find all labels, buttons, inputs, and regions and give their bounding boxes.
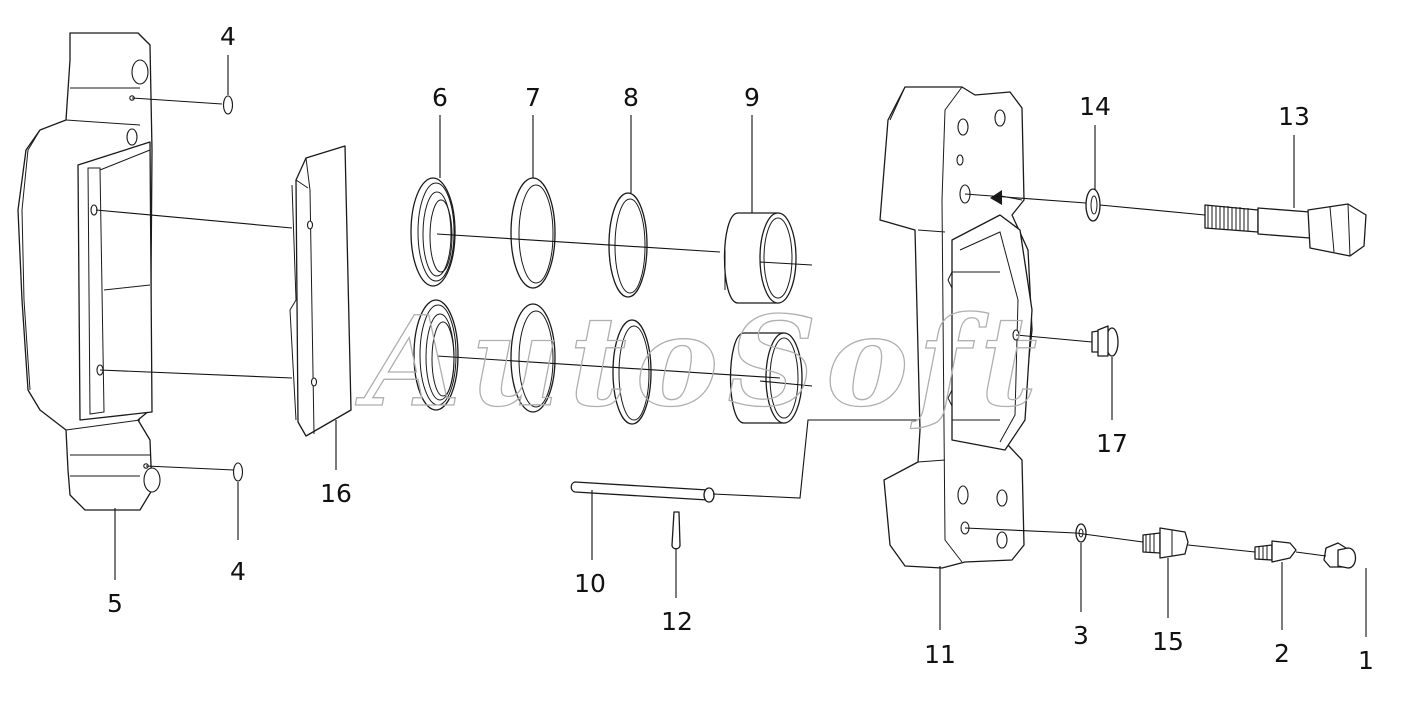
dust-ring-upper <box>510 177 556 289</box>
bleed-screw <box>1091 325 1119 357</box>
right-caliper-half <box>879 86 1033 569</box>
pad-pin <box>570 481 715 503</box>
piston-upper <box>723 212 797 304</box>
callout-15: 15 <box>1152 627 1184 656</box>
dust-cap <box>1323 542 1357 569</box>
pin-clip <box>671 511 681 550</box>
callout-17: 17 <box>1096 429 1128 458</box>
callout-3: 3 <box>1073 621 1089 650</box>
watermark-text: AutoSoft <box>355 290 1046 435</box>
callout-12: 12 <box>661 607 693 636</box>
callout-numbers: 4 4 5 6 7 8 9 10 11 12 13 14 15 16 17 3 … <box>107 22 1374 675</box>
callout-8: 8 <box>623 83 639 112</box>
callout-5: 5 <box>107 589 123 618</box>
port-fitting <box>1142 527 1189 559</box>
washer <box>1085 188 1101 222</box>
callout-10: 10 <box>574 569 606 598</box>
callout-2: 2 <box>1274 639 1290 668</box>
callout-4-bottom: 4 <box>230 557 246 586</box>
callout-7: 7 <box>525 83 541 112</box>
callout-13: 13 <box>1278 102 1310 131</box>
piston-lower <box>729 332 803 424</box>
hex-bolt <box>1204 203 1367 257</box>
o-ring-upper <box>608 192 648 298</box>
callout-6: 6 <box>432 83 448 112</box>
callout-16: 16 <box>320 479 352 508</box>
callout-4-top: 4 <box>220 22 236 51</box>
callout-1: 1 <box>1358 646 1374 675</box>
o-ring-lower <box>612 319 652 425</box>
assembly-center-lines <box>95 97 1327 557</box>
callout-9: 9 <box>744 83 760 112</box>
piston-seal-upper <box>410 177 456 287</box>
callout-11: 11 <box>924 640 956 669</box>
bleeder-valve <box>1254 540 1297 563</box>
piston-seal-lower <box>413 299 459 411</box>
brake-pad <box>289 145 352 437</box>
callout-14: 14 <box>1079 92 1111 121</box>
dust-ring-lower <box>510 303 556 413</box>
left-caliper-half <box>17 32 161 511</box>
callout-leaders <box>114 55 1367 637</box>
